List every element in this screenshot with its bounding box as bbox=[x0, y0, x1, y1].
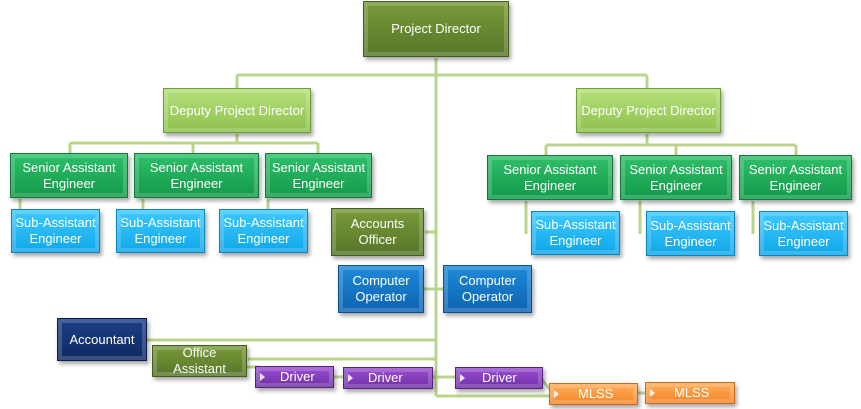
driver-arrow-icon bbox=[348, 374, 353, 382]
deputy-project-director-right-label: Deputy Project Director bbox=[581, 102, 716, 118]
mlss-label: MLSS bbox=[674, 385, 710, 400]
office-assistant-box[interactable]: Office Assistant bbox=[152, 345, 247, 377]
accounts-officer-box[interactable]: Accounts Officer bbox=[331, 208, 424, 256]
sub-assistant-engineer-right-2[interactable]: Sub-Assistant Engineer bbox=[646, 211, 735, 256]
project-director-label: Project Director bbox=[391, 21, 481, 36]
senior-assistant-engineer-left-3[interactable]: Senior Assistant Engineer bbox=[265, 153, 372, 198]
driver-box-2[interactable]: Driver bbox=[343, 367, 433, 389]
deputy-project-director-left-box[interactable]: Deputy Project Director bbox=[163, 88, 311, 133]
project-director-box[interactable]: Project Director bbox=[363, 1, 509, 57]
senior-assistant-engineer-label: Senior Assistant Engineer bbox=[149, 159, 244, 191]
senior-assistant-engineer-right-2[interactable]: Senior Assistant Engineer bbox=[620, 155, 732, 200]
driver-label: Driver bbox=[482, 370, 517, 385]
driver-arrow-icon bbox=[260, 373, 265, 381]
sub-assistant-engineer-label: Sub-Assistant Engineer bbox=[535, 217, 616, 248]
senior-assistant-engineer-label: Senior Assistant Engineer bbox=[22, 159, 116, 191]
computer-operator-label: Computer Operator bbox=[458, 273, 517, 304]
office-assistant-label: Office Assistant bbox=[173, 345, 226, 376]
driver-box-3[interactable]: Driver bbox=[455, 367, 543, 389]
accounts-officer-label: Accounts Officer bbox=[350, 216, 405, 247]
sub-assistant-engineer-left-2[interactable]: Sub-Assistant Engineer bbox=[116, 209, 205, 253]
mlss-box-2[interactable]: MLSS bbox=[645, 382, 735, 404]
mlss-label: MLSS bbox=[578, 386, 614, 401]
driver-label: Driver bbox=[280, 369, 315, 384]
driver-label: Driver bbox=[368, 370, 403, 385]
sub-assistant-engineer-label: Sub-Assistant Engineer bbox=[650, 217, 731, 249]
mlss-arrow-icon bbox=[554, 390, 559, 398]
sub-assistant-engineer-label: Sub-Assistant Engineer bbox=[15, 215, 96, 246]
sub-assistant-engineer-right-3[interactable]: Sub-Assistant Engineer bbox=[759, 211, 848, 256]
senior-assistant-engineer-label: Senior Assistant Engineer bbox=[271, 159, 366, 191]
sub-assistant-engineer-label: Sub-Assistant Engineer bbox=[763, 217, 844, 249]
sub-assistant-engineer-label: Sub-Assistant Engineer bbox=[120, 215, 201, 246]
driver-box-1[interactable]: Driver bbox=[255, 366, 334, 388]
senior-assistant-engineer-label: Senior Assistant Engineer bbox=[629, 161, 723, 193]
accountant-label: Accountant bbox=[69, 331, 135, 347]
sub-assistant-engineer-right-1[interactable]: Sub-Assistant Engineer bbox=[531, 211, 620, 255]
senior-assistant-engineer-label: Senior Assistant Engineer bbox=[503, 161, 597, 193]
sub-assistant-engineer-left-1[interactable]: Sub-Assistant Engineer bbox=[11, 209, 100, 253]
deputy-project-director-left-label: Deputy Project Director bbox=[169, 102, 305, 118]
computer-operator-box-1[interactable]: Computer Operator bbox=[338, 265, 424, 313]
senior-assistant-engineer-right-1[interactable]: Senior Assistant Engineer bbox=[487, 155, 613, 200]
mlss-box-1[interactable]: MLSS bbox=[549, 383, 638, 405]
sub-assistant-engineer-label: Sub-Assistant Engineer bbox=[223, 215, 304, 246]
computer-operator-label: Computer Operator bbox=[352, 273, 410, 304]
senior-assistant-engineer-right-3[interactable]: Senior Assistant Engineer bbox=[739, 155, 852, 200]
computer-operator-box-2[interactable]: Computer Operator bbox=[443, 265, 532, 313]
mlss-arrow-icon bbox=[650, 389, 655, 397]
sub-assistant-engineer-left-3[interactable]: Sub-Assistant Engineer bbox=[219, 209, 308, 253]
deputy-project-director-right-box[interactable]: Deputy Project Director bbox=[576, 88, 721, 133]
accountant-box[interactable]: Accountant bbox=[57, 318, 147, 361]
senior-assistant-engineer-label: Senior Assistant Engineer bbox=[748, 161, 843, 193]
driver-arrow-icon bbox=[460, 374, 465, 382]
senior-assistant-engineer-left-2[interactable]: Senior Assistant Engineer bbox=[134, 153, 259, 198]
senior-assistant-engineer-left-1[interactable]: Senior Assistant Engineer bbox=[10, 153, 128, 198]
